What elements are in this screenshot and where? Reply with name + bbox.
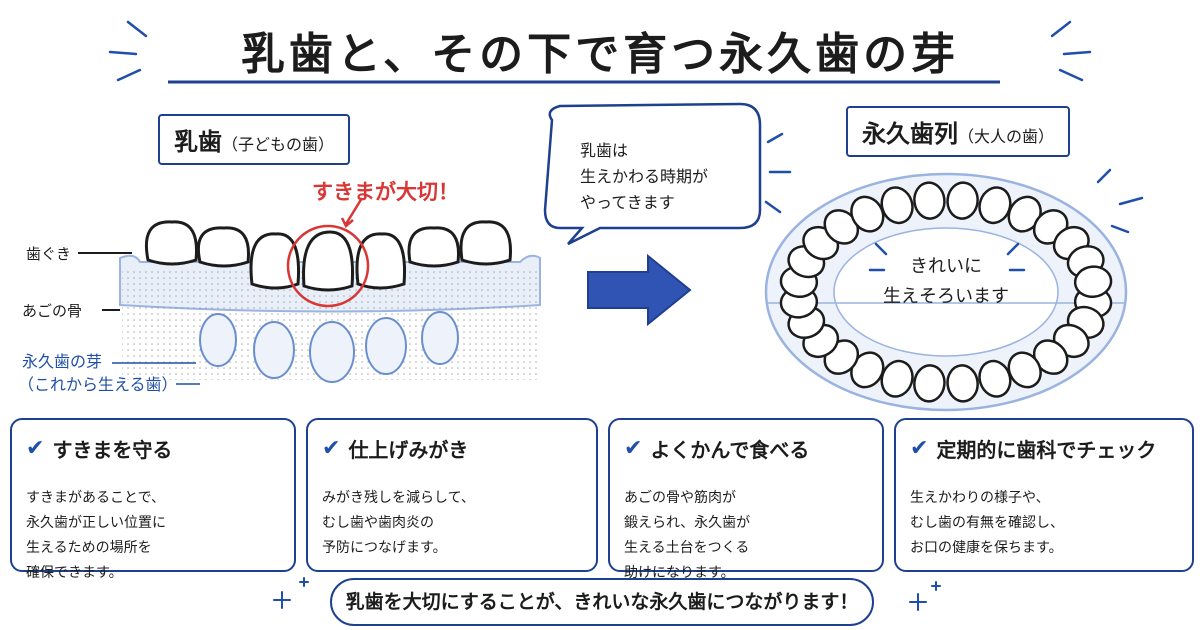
title-sparkle-right — [1050, 20, 1092, 82]
tip-card-title: すきまを守る — [52, 438, 173, 462]
tip-card-line: すきまがあることで、 — [26, 490, 166, 506]
permanent-tooth — [946, 364, 979, 403]
tip-card-dental-checkup: ✔ 定期的に歯科でチェック 生えかわりの様子や、 むし歯の有無を確認し、 お口の健… — [894, 418, 1194, 572]
callout-arrow-head — [340, 217, 354, 228]
tip-card-body: すきまがあることで、 永久歯が正しい位置に 生えるための場所を 確保できます。 — [26, 486, 166, 586]
tip-card-title: 定期的に歯科でチェック — [936, 438, 1157, 462]
tip-card-line: あごの骨や筋肉が — [624, 490, 736, 506]
title-sparkle-left — [108, 20, 148, 82]
right-sparkle — [1096, 168, 1144, 234]
tip-card-line: 助けになります。 — [624, 565, 735, 581]
tip-card-line: 生えるための場所を — [26, 540, 152, 556]
check-icon: ✔ — [322, 436, 341, 461]
tooth-bud — [199, 313, 237, 367]
permanent-tooth — [1073, 265, 1113, 298]
check-icon: ✔ — [910, 436, 929, 461]
banner-sparkle-right — [909, 581, 941, 611]
permanent-tooth — [850, 195, 885, 233]
permanent-tooth — [946, 181, 979, 220]
bubble-line-3: やってきます — [580, 193, 675, 212]
adult-teeth-label-main: 永久歯列 — [862, 120, 958, 148]
baby-tooth — [197, 226, 250, 268]
bubble-line-2: 生えかわる時期が — [580, 167, 709, 186]
tip-card-line: 鍛えられ、永久歯が — [624, 515, 751, 531]
baby-tooth — [459, 220, 512, 266]
permanent-teeth — [779, 181, 1113, 403]
tip-card-line: 生える土台をつくる — [624, 540, 750, 556]
tooth-bud — [365, 317, 407, 375]
tip-card-heading: ✔ 仕上げみがき — [322, 434, 468, 463]
tip-card-line: 予防につなげます。 — [322, 540, 447, 556]
tip-card-line: お口の健康を保ちます。 — [910, 540, 1063, 556]
baby-tooth — [355, 232, 407, 290]
tip-card-heading: ✔ すきまを守る — [26, 434, 172, 463]
permanent-tooth — [1007, 351, 1042, 389]
speech-bubble — [543, 102, 762, 246]
bubble-line-1: 乳歯は — [580, 141, 629, 160]
tip-card-heading: ✔ 定期的に歯科でチェック — [910, 434, 1156, 463]
tooth-bud-label: 永久歯の芽 — [22, 352, 103, 371]
tip-card-title: よくかんで食べる — [650, 438, 810, 462]
adult-teeth-label-sub: （大人の歯） — [958, 127, 1055, 146]
permanent-tooth-buds — [199, 311, 459, 383]
tip-card-line: 確保できます。 — [26, 565, 123, 581]
transition-arrow — [587, 253, 692, 327]
baby-teeth-label-sub: （子どもの歯） — [222, 135, 335, 154]
gap-callout: すきまが大切！ — [312, 180, 459, 204]
permanent-tooth — [913, 364, 946, 403]
tip-card-finishing-brush: ✔ 仕上げみがき みがき残しを減らして、 むし歯や歯肉炎の 予防につなげます。 — [306, 418, 598, 572]
check-icon: ✔ — [26, 436, 45, 461]
palate — [833, 227, 1059, 357]
baby-teeth — [145, 220, 512, 292]
check-icon: ✔ — [624, 436, 643, 461]
dentition-center-line-1: きれいに — [910, 256, 982, 277]
tooth-bud-sublabel: （これから生える歯） — [18, 375, 178, 394]
permanent-tooth — [978, 359, 1012, 398]
callout-arrow — [344, 197, 364, 225]
baby-teeth-label-main: 乳歯 — [174, 128, 222, 156]
tip-card-line: みがき残しを減らして、 — [322, 490, 475, 506]
dentition-center-line-2: 生えそろいます — [883, 286, 1009, 307]
tooth-bud — [253, 321, 295, 379]
baby-tooth — [302, 230, 355, 292]
baby-tooth — [407, 226, 460, 268]
dentition-sparkle-right — [1006, 242, 1026, 272]
adult-teeth-label: 永久歯列（大人の歯） — [846, 106, 1071, 157]
permanent-tooth — [913, 181, 946, 220]
page-title: 乳歯と、その下で育つ永久歯の芽 — [240, 29, 960, 80]
tip-card-line: むし歯や歯肉炎の — [322, 515, 434, 531]
dentition-center-text: きれいに 生えそろいます — [866, 252, 1026, 312]
baby-teeth-label: 乳歯（子どもの歯） — [158, 114, 351, 165]
dentition-sparkle-left — [868, 242, 888, 272]
gap-highlight-circle — [286, 224, 370, 308]
permanent-tooth — [880, 186, 914, 225]
gum-label: 歯ぐき — [26, 245, 72, 263]
bubble-sparkle — [764, 132, 792, 214]
summary-banner: 乳歯を大切にすることが、きれいな永久歯につながります！ — [330, 578, 874, 626]
tip-card-body: 生えかわりの様子や、 むし歯の有無を確認し、 お口の健康を保ちます。 — [910, 486, 1064, 561]
tip-card-chew-well: ✔ よくかんで食べる あごの骨や筋肉が 鍛えられ、永久歯が 生える土台をつくる 助… — [608, 418, 884, 581]
tip-card-line: 生えかわりの様子や、 — [910, 490, 1050, 506]
tip-card-body: あごの骨や筋肉が 鍛えられ、永久歯が 生える土台をつくる 助けになります。 — [624, 486, 750, 586]
tip-card-protect-gaps: ✔すきまを守る すきまがあることで、 永久歯が正しい位置に 生えるための場所を … — [10, 418, 296, 581]
tip-card-heading: ✔ よくかんで食べる — [624, 434, 809, 463]
tip-card-line: 永久歯が正しい位置に — [26, 515, 166, 531]
jaw-bone-label: あごの骨 — [22, 302, 83, 320]
baby-tooth — [249, 232, 301, 290]
banner-sparkle-left — [273, 577, 309, 609]
baby-tooth — [145, 220, 198, 266]
tip-card-line: むし歯の有無を確認し、 — [910, 515, 1064, 531]
tooth-bud — [421, 311, 459, 365]
tooth-bud — [309, 321, 355, 383]
tip-card-title: 仕上げみがき — [348, 438, 469, 462]
speech-bubble-text: 乳歯は 生えかわる時期が やってきます — [560, 138, 760, 216]
tip-card-body: みがき残しを減らして、 むし歯や歯肉炎の 予防につなげます。 — [322, 486, 475, 561]
